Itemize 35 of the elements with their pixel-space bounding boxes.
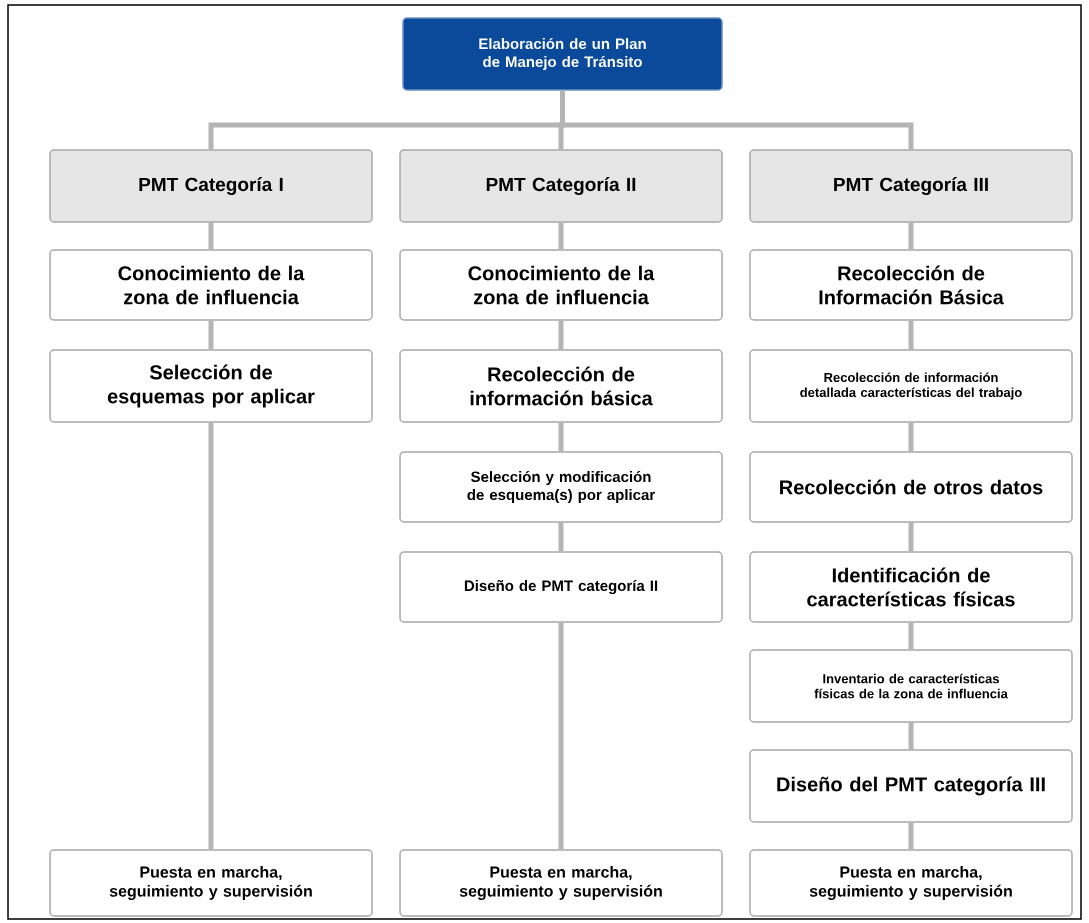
category-box: PMT Categoría II: [399, 149, 723, 223]
step-box: Diseño de PMT categoría II: [399, 551, 723, 623]
step-box: Recolección de Información Básica: [749, 249, 1073, 321]
step-box: Conocimiento de la zona de influencia: [399, 249, 723, 321]
step-box: Recolección de otros datos: [749, 451, 1073, 523]
connector-line: [558, 222, 564, 250]
step-box: Recolección de información básica: [399, 349, 723, 423]
step-box: Identificación de características físicas: [749, 551, 1073, 623]
step-box: Puesta en marcha, seguimiento y supervisión: [749, 849, 1073, 917]
step-box: Puesta en marcha, seguimiento y supervisión: [399, 849, 723, 917]
connector-line: [908, 622, 914, 650]
step-box: Diseño del PMT categoría III: [749, 749, 1073, 823]
step-box: Conocimiento de la zona de influencia: [49, 249, 373, 321]
category-box: PMT Categoría III: [749, 149, 1073, 223]
connector-line: [208, 222, 214, 250]
category-box: PMT Categoría I: [49, 149, 373, 223]
step-box: Inventario de características físicas de la zona de influencia: [749, 649, 1073, 723]
connector-line: [558, 522, 564, 552]
step-box: Puesta en marcha, seguimiento y supervisión: [49, 849, 373, 917]
connector-line: [208, 320, 214, 350]
connector-line: [908, 522, 914, 552]
connector-line: [560, 90, 914, 150]
connector-line: [908, 822, 914, 850]
step-box: Selección y modificación de esquema(s) por aplicar: [399, 451, 723, 523]
connector-line: [558, 622, 564, 850]
connector-line: [908, 422, 914, 452]
connector-line: [908, 722, 914, 750]
step-box: Selección de esquemas por aplicar: [49, 349, 373, 423]
connector-line: [558, 422, 564, 452]
step-box: Recolección de información detallada características del trabajo: [749, 349, 1073, 423]
connector-line: [908, 320, 914, 350]
connector-line: [558, 320, 564, 350]
connector-line: [908, 222, 914, 250]
connector-line: [208, 422, 214, 850]
root-box: Elaboración de un Plan de Manejo de Tránsito: [402, 17, 723, 91]
